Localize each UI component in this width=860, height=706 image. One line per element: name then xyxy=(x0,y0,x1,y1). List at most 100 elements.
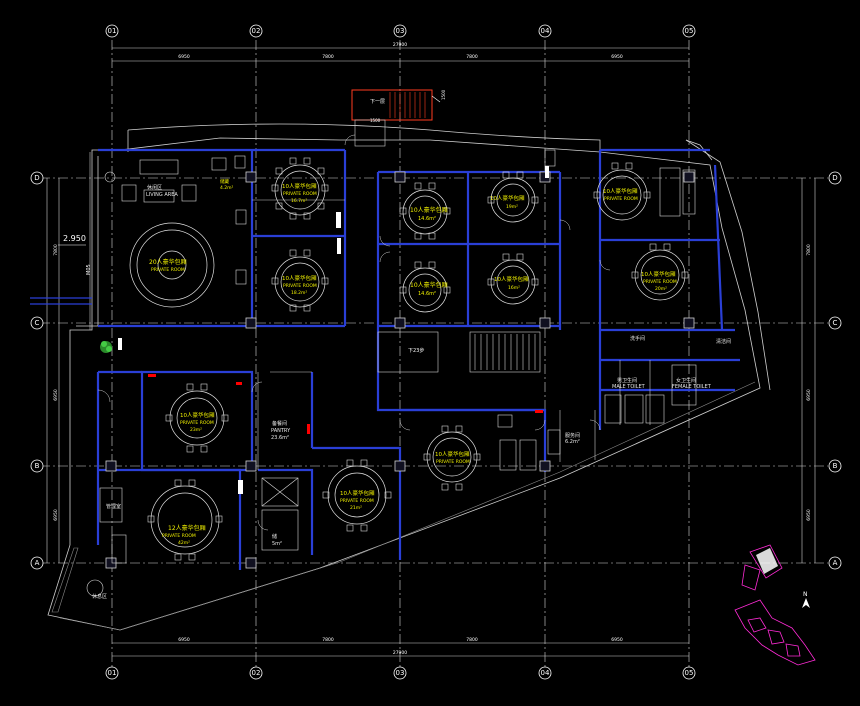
small-room-area: 5m² xyxy=(272,541,282,547)
key-plan-highlight xyxy=(756,548,778,574)
dim-top-4: 6950 xyxy=(611,54,623,60)
dim-bottom-2: 7800 xyxy=(322,637,334,643)
room-d3-area: 19m² xyxy=(506,204,518,210)
room-small-area: 4.2m² xyxy=(220,185,234,191)
dim-bottom-4: 6950 xyxy=(611,637,623,643)
middle-stair xyxy=(377,331,541,373)
plant-icon xyxy=(100,341,112,353)
north-arrow-icon xyxy=(802,598,810,608)
small-room-cn: 储 xyxy=(272,533,277,540)
room-labels: 休闲区 LIVING AREA 20人豪华包厢 PRIVATE ROOM 储藏 … xyxy=(92,178,731,600)
axis-label-right-D: D xyxy=(832,174,837,182)
axis-label-top-05: 05 xyxy=(685,27,694,35)
dining-tables xyxy=(129,164,686,555)
key-plan xyxy=(734,544,816,666)
pantry-cn: 备餐间 xyxy=(272,420,287,427)
room-c2-cn: 10人豪华包厢 xyxy=(410,281,448,289)
axis-bubbles xyxy=(30,24,842,680)
axis-label-left-D: D xyxy=(34,174,39,182)
stair-down-label: 下一层 xyxy=(370,99,385,105)
lounge-cn: 休息区 xyxy=(92,593,107,600)
room-private20-en: PRIVATE ROOM xyxy=(151,267,185,273)
dim-left-1: 7800 xyxy=(53,244,59,256)
stair-dim: 1500 xyxy=(370,118,381,123)
room-b2-cn: 10人豪华包厢 xyxy=(340,489,375,497)
male-toilet-en: MALE TOILET xyxy=(612,384,646,390)
room-c3-area: 16m² xyxy=(508,285,520,291)
room-c1-cn: 10人豪华包厢 xyxy=(282,274,317,282)
room-c4-area: 20m² xyxy=(655,286,667,292)
room-c3-cn: 10人豪华包厢 xyxy=(494,275,529,283)
living-area-cn: 休闲区 xyxy=(147,184,162,191)
room-c1-en: PRIVATE ROOM xyxy=(283,283,317,289)
walls xyxy=(96,148,740,570)
axis-label-left-A: A xyxy=(35,559,40,567)
dim-right-3: 6950 xyxy=(806,509,812,521)
room-d4-en: PRIVATE ROOM xyxy=(604,196,638,202)
dimension-lines xyxy=(46,47,816,657)
top-stair xyxy=(351,89,441,147)
dim-top-1: 6950 xyxy=(178,54,190,60)
axis-label-left-B: B xyxy=(35,462,40,470)
white-fixtures xyxy=(118,166,549,494)
room-b3-cn: 10人豪华包厢 xyxy=(435,450,470,458)
room-d2-area: 14.6m² xyxy=(418,216,436,222)
axis-label-bottom-03: 03 xyxy=(396,669,405,677)
axis-label-top-03: 03 xyxy=(396,27,405,35)
room-c2-area: 14.6m² xyxy=(418,291,436,297)
dim-bottom-1: 6950 xyxy=(178,637,190,643)
service-cn: 服务间 xyxy=(565,432,580,439)
axis-label-left-C: C xyxy=(35,319,40,327)
pantry-area: 23.6m² xyxy=(271,435,289,441)
room-d4-cn: 10人豪华包厢 xyxy=(603,187,638,195)
room-d1-en: PRIVATE ROOM xyxy=(283,191,317,197)
dim-right-2: 6950 xyxy=(806,389,812,401)
columns xyxy=(105,171,695,569)
elevation-note: M05 xyxy=(86,264,92,275)
room-b2-en: PRIVATE ROOM xyxy=(340,498,374,504)
room-b1-cn: 10人豪华包厢 xyxy=(180,411,215,419)
room-c4-cn: 10人豪华包厢 xyxy=(641,270,676,278)
room-d1-area: 16.7m² xyxy=(291,198,307,204)
dim-bottom-total: 27900 xyxy=(393,650,407,656)
room-d2-cn: 10人豪华包厢 xyxy=(410,206,448,214)
male-toilet-cn: 男卫生间 xyxy=(617,377,637,384)
room-a1-en: PRIVATE ROOM xyxy=(162,533,196,539)
axis-label-top-02: 02 xyxy=(252,27,261,35)
axis-label-bottom-04: 04 xyxy=(541,669,550,677)
facade-line xyxy=(51,381,756,631)
room-b1-area: 23m² xyxy=(190,427,202,433)
dim-left-2: 6950 xyxy=(53,389,59,401)
side-room-cn: 清洁间 xyxy=(716,338,731,345)
office-cn: 管理室 xyxy=(106,503,121,510)
service-area: 6.2m² xyxy=(565,439,580,445)
dim-top-3: 7800 xyxy=(466,54,478,60)
room-c4-en: PRIVATE ROOM xyxy=(643,279,677,285)
axis-label-bottom-02: 02 xyxy=(252,669,261,677)
elevation-marker: 2.950 M05 xyxy=(30,234,92,305)
axis-label-right-B: B xyxy=(833,462,838,470)
room-small-cn: 储藏 xyxy=(220,178,229,185)
room-d1-cn: 10人豪华包厢 xyxy=(282,182,317,190)
north-label: N xyxy=(803,591,808,598)
dim-left-3: 6950 xyxy=(53,509,59,521)
room-b1-en: PRIVATE ROOM xyxy=(180,420,214,426)
dim-top-total: 27900 xyxy=(393,42,407,48)
room-d3-cn: 10人豪华包厢 xyxy=(490,194,525,202)
room-c1-area: 18.2m² xyxy=(291,290,307,296)
dim-bottom-3: 7800 xyxy=(466,637,478,643)
room-b3-en: PRIVATE ROOM xyxy=(436,459,470,465)
dim-right-1: 7800 xyxy=(806,244,812,256)
axis-label-bottom-05: 05 xyxy=(685,669,694,677)
living-area-en: LIVING AREA xyxy=(146,192,178,198)
axis-label-top-01: 01 xyxy=(108,27,117,35)
room-b2-area: 21m² xyxy=(350,505,362,511)
furniture xyxy=(86,149,697,597)
female-toilet-en: FEMALE TOILET xyxy=(672,384,712,390)
axis-grid xyxy=(40,40,828,668)
chairs xyxy=(147,157,689,561)
axis-label-bottom-01: 01 xyxy=(108,669,117,677)
room-a1-cn: 12人豪华包厢 xyxy=(168,524,206,532)
elevation-value: 2.950 xyxy=(63,234,86,243)
